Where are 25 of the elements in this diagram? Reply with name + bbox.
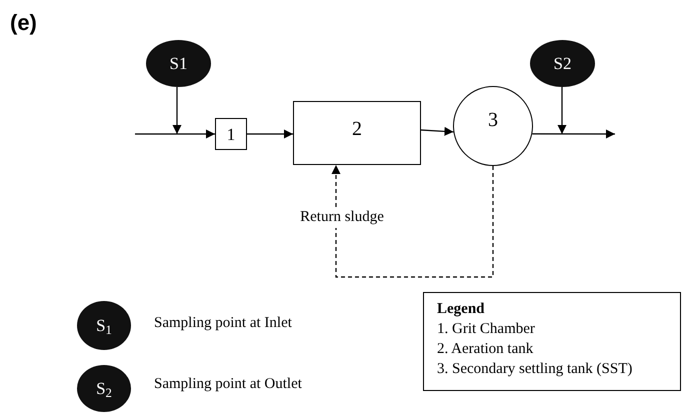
arrow <box>247 130 293 138</box>
node-label: 1 <box>226 124 236 146</box>
arrow <box>558 87 566 134</box>
marker-description: Sampling point at Outlet <box>154 375 302 394</box>
process-box <box>293 101 421 165</box>
node-label: S1 <box>170 52 188 75</box>
arrow <box>135 130 215 138</box>
node-label: 3 <box>488 108 498 133</box>
node-label: S2 <box>554 52 572 75</box>
legend-item: 2. Aeration tank <box>437 340 534 359</box>
legend-item: 1. Grit Chamber <box>437 320 535 339</box>
arrow <box>172 86 182 134</box>
process-box <box>215 118 247 150</box>
label-text: Return sludge <box>300 208 384 228</box>
legend-box <box>423 292 681 391</box>
panel-title: (e) <box>10 9 37 37</box>
marker-description: Sampling point at Inlet <box>154 314 292 333</box>
legend-heading: Legend <box>437 300 485 319</box>
dashed-arrow <box>332 165 340 207</box>
node-label: S$_{2}$ <box>96 378 112 402</box>
arrow <box>532 129 615 138</box>
node-label: 2 <box>352 117 362 142</box>
legend-item: 3. Secondary settling tank (SST) <box>437 360 632 379</box>
arrow <box>420 126 454 136</box>
node-label: S$_{1}$ <box>96 314 112 338</box>
